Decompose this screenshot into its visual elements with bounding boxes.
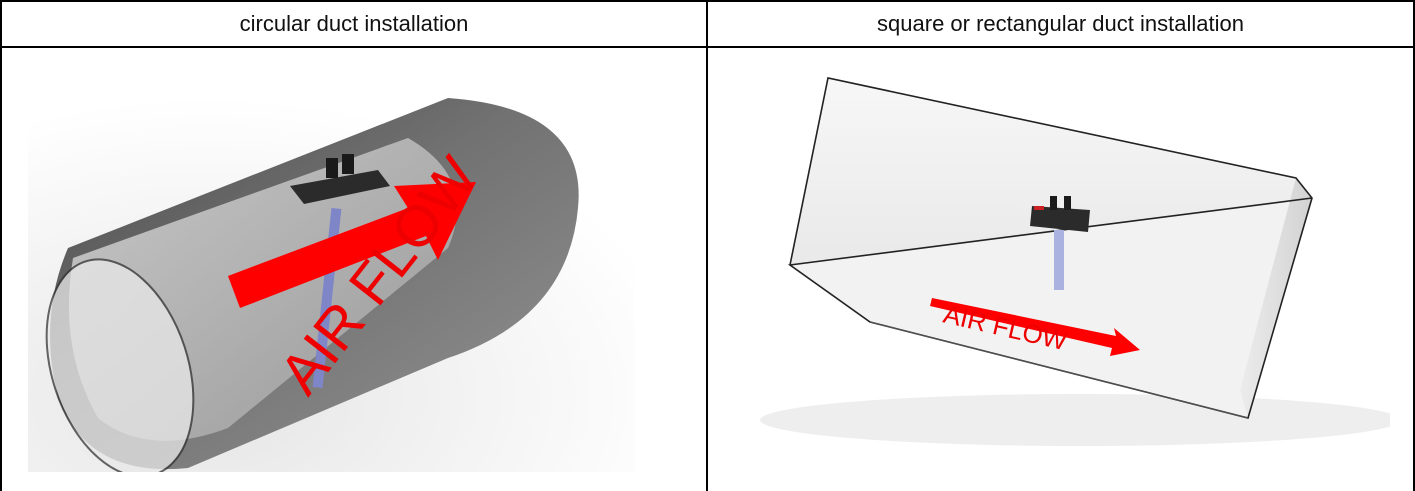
header-rectangular-duct: square or rectangular duct installation xyxy=(877,11,1244,36)
table-column-divider xyxy=(706,0,708,491)
circular-duct-illustration: AIR FLOW xyxy=(28,98,634,472)
rectangular-duct-illustration: AIR FLOW xyxy=(760,77,1390,446)
table-border-right xyxy=(1413,0,1415,491)
header-circular-duct: circular duct installation xyxy=(239,11,469,36)
table-header-divider xyxy=(0,46,1415,48)
table-border-left xyxy=(0,0,2,491)
